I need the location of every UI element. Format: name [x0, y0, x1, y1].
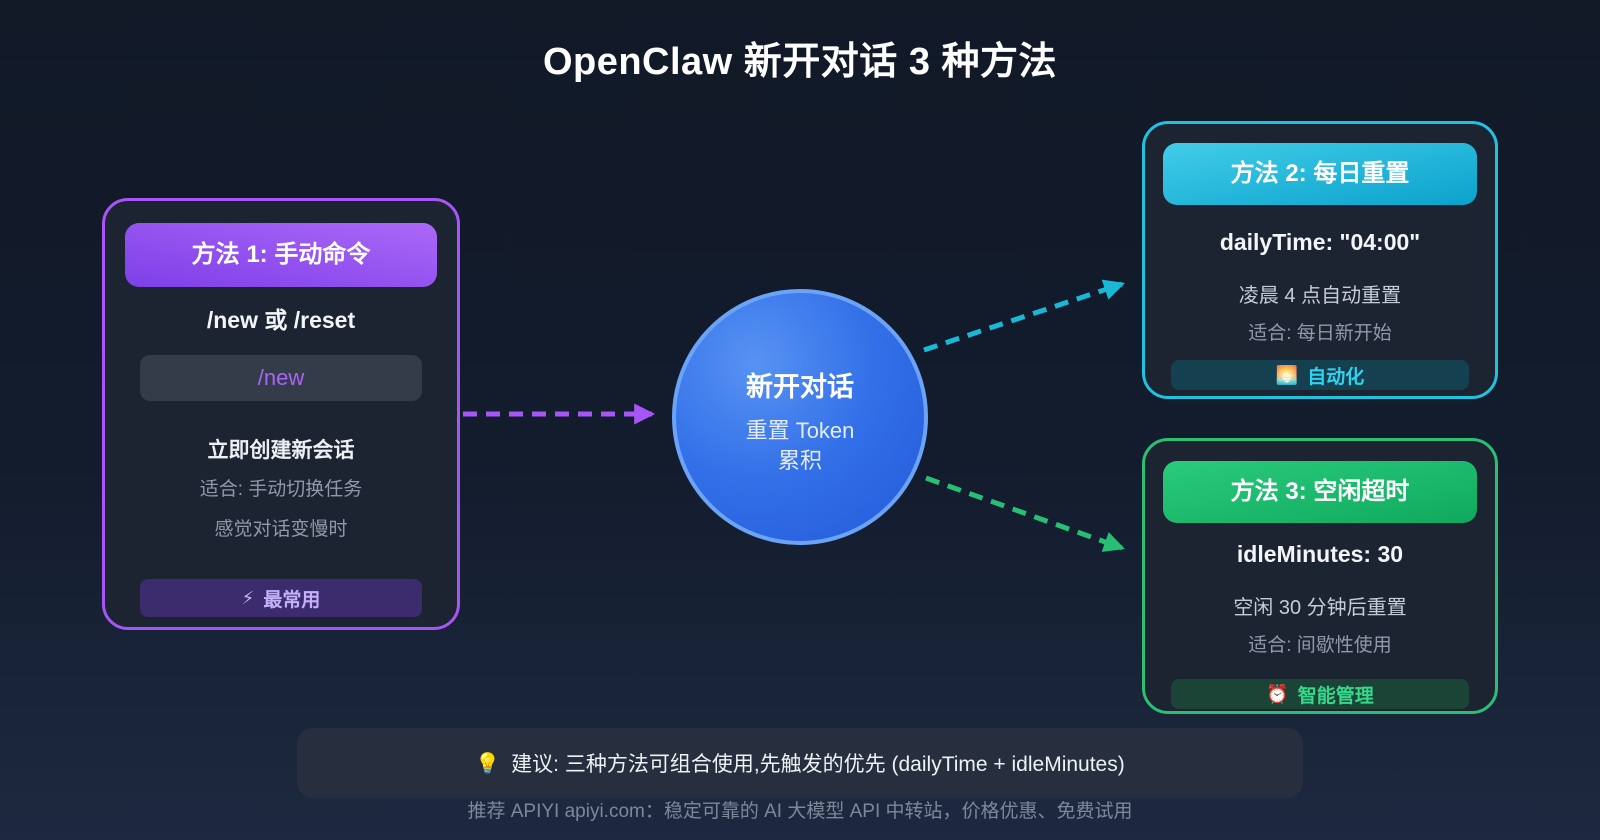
method2-desc: 凌晨 4 点自动重置 [1238, 285, 1402, 307]
method2-card: 方法 2: 每日重置 dailyTime: "04:00" 凌晨 4 点自动重置… [1142, 121, 1498, 399]
center-node: 新开对话 重置 Token 累积 [672, 289, 928, 545]
method3-card: 方法 3: 空闲超时 idleMinutes: 30 空闲 30 分钟后重置 适… [1142, 438, 1498, 714]
method2-badge: 🌅 自动化 [1171, 360, 1469, 390]
page-title: OpenClaw 新开对话 3 种方法 [542, 41, 1058, 83]
method2-header: 方法 2: 每日重置 [1163, 143, 1477, 205]
tip-text: 建议: 三种方法可组合使用,先触发的优先 (dailyTime + idleMi… [511, 753, 1125, 776]
center-node-line1: 重置 Token [745, 417, 855, 443]
method3-subtitle: idleMinutes: 30 [1236, 541, 1404, 567]
alarm-clock-icon: ⏰ [1266, 684, 1289, 704]
method1-code-box: /new [140, 355, 422, 401]
lightbulb-icon: 💡 [475, 752, 501, 775]
method3-badge-label: 智能管理 [1297, 685, 1374, 707]
arrow-method3 [925, 475, 1125, 552]
method3-desc: 空闲 30 分钟后重置 [1233, 597, 1407, 619]
method1-badge-label: 最常用 [263, 589, 321, 611]
sunrise-icon: 🌅 [1275, 365, 1299, 385]
arrow-method2 [923, 279, 1125, 353]
method1-header: 方法 1: 手动命令 [125, 223, 437, 287]
method3-badge: ⏰ 智能管理 [1171, 679, 1469, 709]
tip-bar: 💡 建议: 三种方法可组合使用,先触发的优先 (dailyTime + idle… [297, 728, 1303, 798]
footer-note: 推荐 APIYI apiyi.com：稳定可靠的 AI 大模型 API 中转站，… [467, 801, 1133, 822]
lightning-icon: ⚡ [241, 588, 255, 608]
method1-desc: 立即创建新会话 [207, 439, 355, 462]
method1-badge: ⚡ 最常用 [140, 579, 422, 617]
method1-card: 方法 1: 手动命令 /new 或 /reset /new 立即创建新会话 适合… [102, 198, 460, 630]
center-node-title: 新开对话 [746, 371, 854, 402]
method2-badge-label: 自动化 [1307, 366, 1365, 388]
method2-fit: 适合: 每日新开始 [1248, 323, 1392, 344]
method1-subtitle: /new 或 /reset [206, 307, 356, 333]
method1-extra: 感觉对话变慢时 [214, 519, 348, 540]
method3-header: 方法 3: 空闲超时 [1163, 461, 1477, 523]
center-node-line2: 累积 [777, 447, 822, 473]
method2-subtitle: dailyTime: "04:00" [1219, 229, 1421, 255]
method3-fit: 适合: 间歇性使用 [1248, 635, 1392, 656]
method1-fit: 适合: 手动切换任务 [199, 479, 363, 500]
